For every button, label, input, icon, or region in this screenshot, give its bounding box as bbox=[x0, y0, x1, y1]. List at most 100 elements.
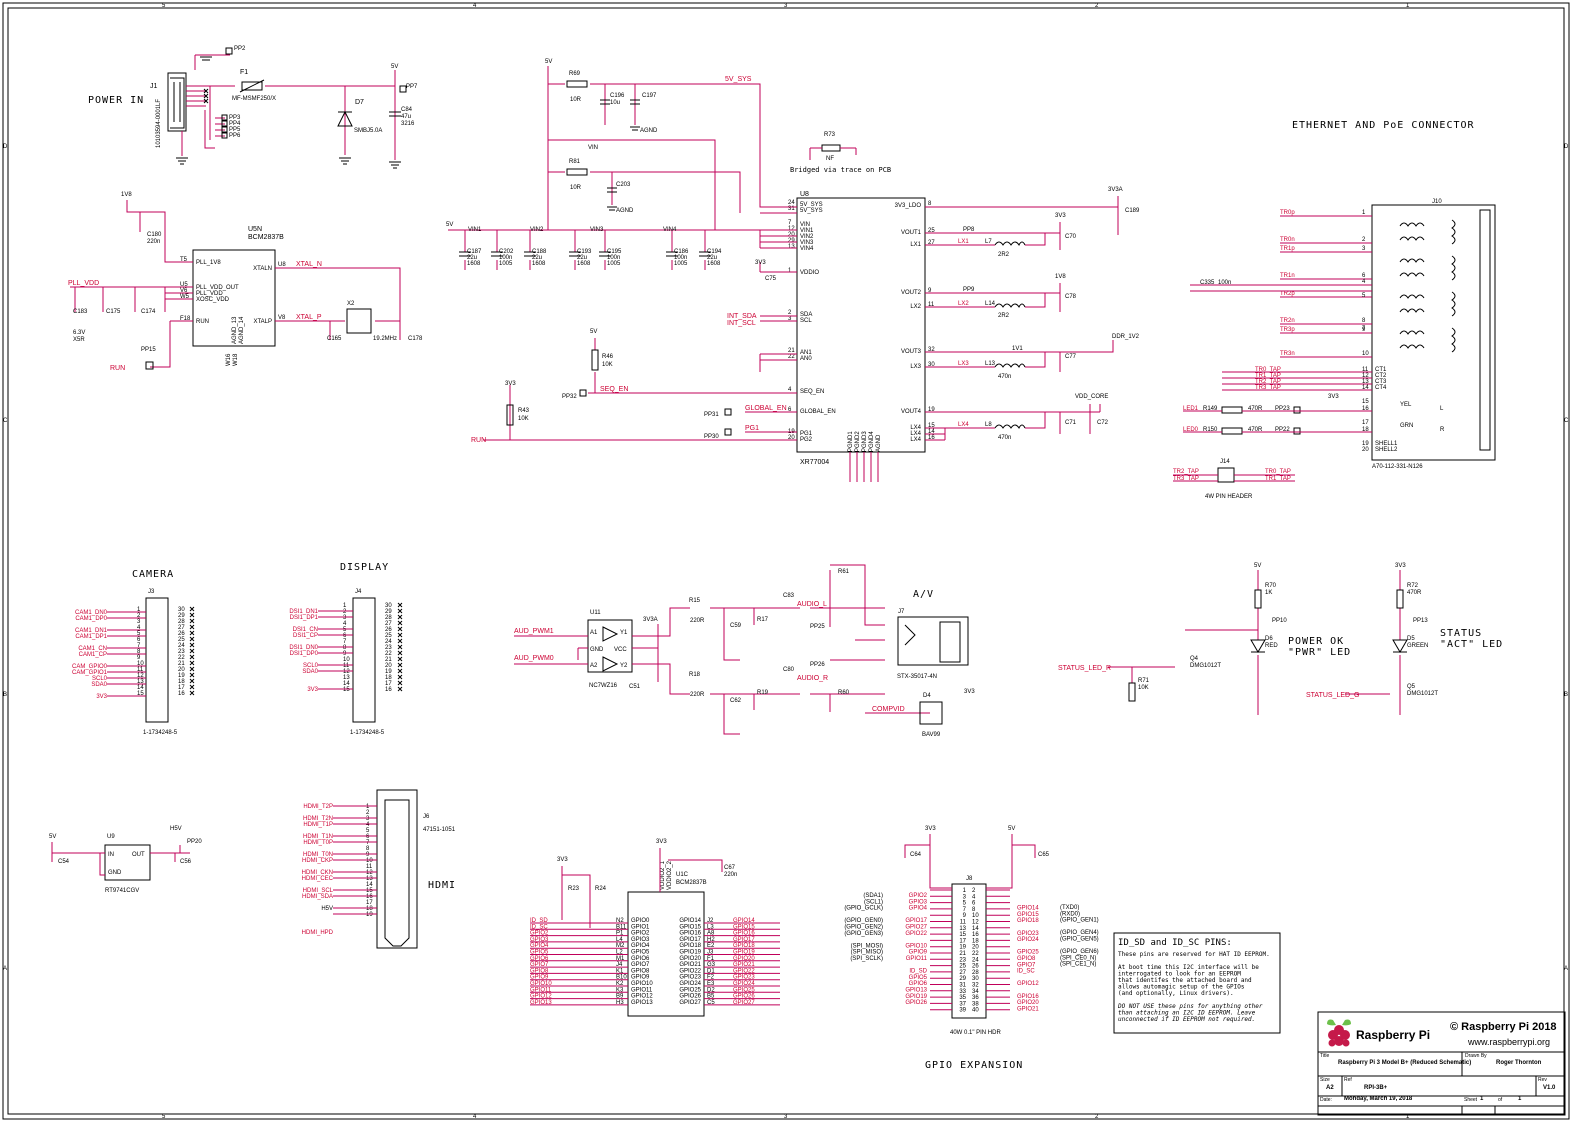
j8-right-net: ID_SC bbox=[1017, 969, 1035, 975]
net-xtal-p: XTAL_P bbox=[296, 314, 322, 321]
r71-ref: R71 bbox=[1138, 678, 1150, 684]
eth-led-res-val: 470R bbox=[1248, 427, 1263, 433]
j8-left-alt: (SPI_MISO) bbox=[851, 950, 883, 956]
j14-tap-r1: TR0_TAP bbox=[1265, 469, 1291, 475]
q4-ref: Q4 bbox=[1190, 656, 1199, 662]
j8-right-alt: (GPIO_GEN5) bbox=[1060, 937, 1099, 943]
u1c-left-net: GPIO2 bbox=[530, 931, 549, 937]
j1-ref: J1 bbox=[150, 83, 158, 90]
hdmi-section: HDMI J6 47151-1051 123456789101112131415… bbox=[302, 789, 456, 949]
c196-ref: C196 bbox=[610, 93, 625, 99]
eth-pin: 7 bbox=[1362, 326, 1366, 332]
net-vin3: VIN3 bbox=[590, 227, 604, 233]
pmic-pin-number: 21 bbox=[788, 348, 795, 354]
r73-wires bbox=[809, 147, 857, 160]
j8-right-net: GPIO20 bbox=[1017, 1000, 1039, 1006]
cam-pin-left: 8 bbox=[137, 649, 141, 655]
dsi-net: DSI1_DN0 bbox=[289, 645, 318, 651]
d4-ref: D4 bbox=[923, 693, 931, 699]
pmic-pin-name: LX4 bbox=[910, 437, 921, 443]
net-status-led-r: STATUS_LED_R bbox=[1058, 665, 1111, 672]
pmic-pin-number: 32 bbox=[928, 347, 935, 353]
pmic-pin-name: VIN4 bbox=[800, 246, 814, 252]
c83-ref: C83 bbox=[783, 593, 795, 599]
dsi-pin-right: 23 bbox=[385, 645, 392, 651]
note-line: unconnected if ID EEPROM not required. bbox=[1118, 1016, 1255, 1023]
hdmi-net: HDMI_T2N bbox=[303, 816, 333, 822]
net-1v1: 1V1 bbox=[1012, 346, 1023, 352]
soc-pin-name: XTALN bbox=[253, 266, 272, 272]
pp13-ref: PP13 bbox=[1413, 618, 1428, 624]
u1c-left-pin: GPIO2 bbox=[631, 931, 650, 937]
eth-pin: 14 bbox=[1362, 385, 1369, 391]
dsi-pin-right: 16 bbox=[385, 687, 392, 693]
c62-ref: C62 bbox=[730, 698, 742, 704]
cam-net: CAM1_DN0 bbox=[75, 610, 108, 616]
u1c-right-pin: GPIO14 bbox=[679, 918, 701, 924]
vin-cap-size: 1608 bbox=[707, 261, 721, 267]
frame-row-label: A bbox=[3, 966, 7, 972]
eth-pin: 5 bbox=[1362, 293, 1366, 299]
frame-row-label: C bbox=[3, 418, 8, 424]
c180-ref: C180 bbox=[147, 232, 162, 238]
cam-pin-left: 9 bbox=[137, 655, 141, 661]
u1c-right-net: GPIO24 bbox=[733, 981, 755, 987]
dsi-pin-right: 22 bbox=[385, 651, 392, 657]
dsi-pin-left: 6 bbox=[343, 633, 347, 639]
of-value: 1 bbox=[1518, 1096, 1522, 1102]
j8-pin-even: 6 bbox=[972, 901, 976, 907]
j8-pin-odd: 25 bbox=[959, 964, 966, 970]
dsi-pin-right: 28 bbox=[385, 615, 392, 621]
eth-pin: 8 bbox=[1362, 318, 1366, 324]
j14-header bbox=[1217, 467, 1235, 483]
net-int-scl: INT_SCL bbox=[727, 320, 756, 327]
pmic-caps bbox=[600, 99, 640, 211]
pmic-pin-name: PG2 bbox=[800, 437, 813, 443]
j8-pin-even: 14 bbox=[972, 926, 979, 932]
pmic-pin-number: 6 bbox=[788, 407, 792, 413]
pmic-pin-name: 3V3_LDO bbox=[895, 203, 922, 209]
cam-net: CAM_GPIO1 bbox=[72, 670, 108, 676]
dsi-no-connect bbox=[397, 632, 403, 638]
q5-part: DMG1012T bbox=[1407, 691, 1438, 697]
vin-cap-ref: C187 bbox=[467, 249, 482, 255]
pmic-pin-name: LX4 bbox=[910, 425, 921, 431]
u1c-right-ball: B5 bbox=[707, 994, 715, 1000]
u11-a2: A2 bbox=[590, 663, 598, 669]
eth-pair-net: TR2n bbox=[1280, 318, 1295, 324]
j14-tap-r2: TR1_TAP bbox=[1265, 476, 1291, 482]
eth-led-net: LED0 bbox=[1183, 427, 1199, 433]
net-seq-en: SEQ_EN bbox=[600, 386, 628, 393]
net-vin2: VIN2 bbox=[530, 227, 544, 233]
dsi-pin-right: 21 bbox=[385, 657, 392, 663]
pp6-ref: PP6 bbox=[229, 133, 241, 139]
u1c-right-net: GPIO25 bbox=[733, 987, 755, 993]
j6-connector bbox=[376, 789, 418, 949]
u1c-vdd: VDDIO2_2 bbox=[667, 860, 673, 890]
eth-shell-label: SHELL1 bbox=[1375, 441, 1398, 447]
soc-ball: W18 bbox=[233, 353, 239, 366]
j8-pin-even: 32 bbox=[972, 983, 979, 989]
u1c-left-net: GPIO13 bbox=[530, 1000, 552, 1006]
led-symbols bbox=[1128, 589, 1408, 702]
cam-pin-left: 12 bbox=[137, 673, 144, 679]
vin-cap-ref: C188 bbox=[532, 249, 547, 255]
c189-ref: C189 bbox=[1125, 208, 1140, 214]
vin-cap-symbol bbox=[599, 251, 611, 257]
eth-pair-net: TR1n bbox=[1280, 273, 1295, 279]
j6-part: 47151-1051 bbox=[423, 827, 456, 833]
pmic-pin-name: LX3 bbox=[910, 364, 921, 370]
vin-cap-ref: C195 bbox=[607, 249, 622, 255]
l8-val: 470n bbox=[998, 435, 1011, 441]
hdmi-net: HDMI_SCL bbox=[303, 888, 334, 894]
eth-led-res: R149 bbox=[1203, 406, 1218, 412]
r18-ref: R18 bbox=[689, 672, 701, 678]
dsi-net: DSI1_DP0 bbox=[290, 651, 319, 657]
ethernet-section: ETHERNET AND PoE CONNECTOR J10 A70-112-3… bbox=[1173, 120, 1496, 500]
c72-ref: C72 bbox=[1097, 420, 1109, 426]
u1c-left-ball: N2 bbox=[616, 918, 624, 924]
j8-pin-odd: 13 bbox=[959, 926, 966, 932]
ref-value: RPI-3B+ bbox=[1364, 1085, 1388, 1091]
